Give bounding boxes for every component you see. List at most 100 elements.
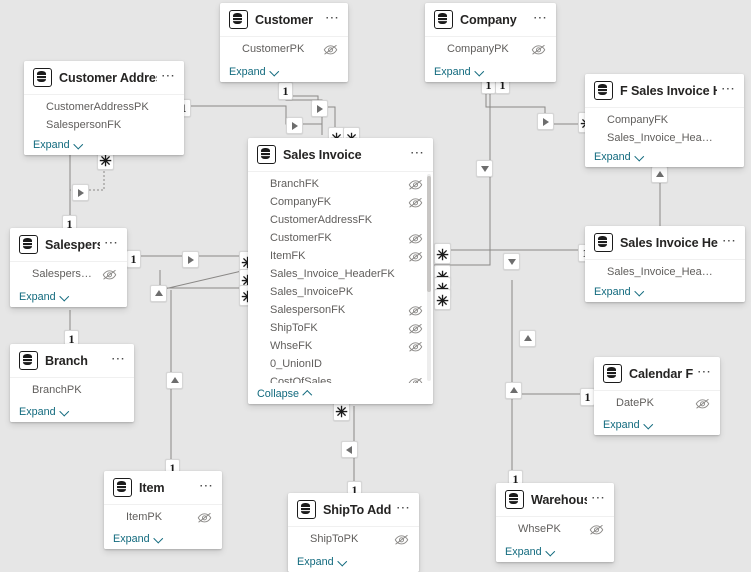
cross-filter-arrow-u-icon[interactable] [651, 166, 668, 183]
table-header-calendar-fiscal[interactable]: Calendar Fiscal⋯ [594, 357, 720, 391]
table-card-shipto-address[interactable]: ShipTo Address⋯ ShipToPK Expand [288, 493, 419, 572]
expand-button-salesperson[interactable]: Expand [10, 286, 127, 307]
expand-button-calendar-fiscal[interactable]: Expand [594, 414, 720, 435]
table-header-company[interactable]: Company⋯ [425, 3, 556, 37]
table-card-branch[interactable]: Branch⋯ BranchPK Expand [10, 344, 134, 422]
hidden-eye-icon[interactable] [408, 251, 423, 262]
field-row[interactable]: Sales_Invoice_HeaderPK [585, 263, 745, 281]
cross-filter-arrow-u-icon[interactable] [150, 285, 167, 302]
cross-filter-arrow-r-icon[interactable] [72, 184, 89, 201]
table-card-sales-invoice-header[interactable]: Sales Invoice Header⋯ Sales_Invoice_Heade… [585, 226, 745, 302]
expand-button-branch[interactable]: Expand [10, 401, 134, 422]
collapse-button-sales-invoice[interactable]: Collapse [248, 383, 433, 404]
table-header-shipto-address[interactable]: ShipTo Address⋯ [288, 493, 419, 527]
table-header-warehouse[interactable]: Warehouse⋯ [496, 483, 614, 517]
table-header-item[interactable]: Item⋯ [104, 471, 222, 505]
expand-button-sales-invoice-header[interactable]: Expand [585, 281, 745, 302]
more-options-icon[interactable]: ⋯ [110, 349, 126, 366]
hidden-eye-icon[interactable] [197, 512, 212, 523]
table-card-item[interactable]: Item⋯ ItemPK Expand [104, 471, 222, 549]
field-row[interactable]: Sales_Invoice_HeaderFK [248, 265, 433, 283]
cross-filter-arrow-r-icon[interactable] [286, 117, 303, 134]
field-row[interactable]: ShipToPK [288, 530, 419, 548]
table-card-calendar-fiscal[interactable]: Calendar Fiscal⋯ DatePK Expand [594, 357, 720, 435]
expand-button-shipto-address[interactable]: Expand [288, 551, 419, 572]
more-options-icon[interactable]: ⋯ [160, 66, 176, 83]
field-row[interactable]: Sales_InvoicePK [248, 283, 433, 301]
more-options-icon[interactable]: ⋯ [590, 488, 606, 505]
field-row[interactable]: Salesperson... [10, 265, 127, 283]
hidden-eye-icon[interactable] [408, 377, 423, 383]
cross-filter-arrow-u-icon[interactable] [166, 372, 183, 389]
field-row[interactable]: DatePK [594, 394, 720, 412]
cardinality-one-badge[interactable]: 1 [278, 82, 293, 100]
cross-filter-arrow-r-icon[interactable] [537, 113, 554, 130]
field-row[interactable]: WhsePK [496, 520, 614, 538]
field-list-scrollbar[interactable] [427, 176, 431, 292]
expand-button-item[interactable]: Expand [104, 528, 222, 549]
field-row[interactable]: BranchPK [10, 381, 134, 399]
table-card-salesperson[interactable]: Salesperson⋯ Salesperson... Expand [10, 228, 127, 307]
cross-filter-arrow-u-icon[interactable] [505, 382, 522, 399]
expand-button-customer[interactable]: Expand [220, 61, 348, 82]
hidden-eye-icon[interactable] [394, 534, 409, 545]
field-row[interactable]: ItemFK [248, 247, 433, 265]
cardinality-many-badge[interactable]: ✳ [434, 243, 451, 264]
cross-filter-arrow-r-icon[interactable] [182, 251, 199, 268]
cardinality-one-badge[interactable]: 1 [64, 330, 79, 348]
field-row[interactable]: CustomerAddressFK [248, 211, 433, 229]
hidden-eye-icon[interactable] [695, 398, 710, 409]
more-options-icon[interactable]: ⋯ [409, 143, 425, 160]
hidden-eye-icon[interactable] [408, 197, 423, 208]
more-options-icon[interactable]: ⋯ [721, 231, 737, 248]
hidden-eye-icon[interactable] [408, 341, 423, 352]
field-row[interactable]: SalespersonFK [24, 116, 184, 134]
field-row[interactable]: 0_UnionID [248, 355, 433, 373]
field-row[interactable]: CompanyFK [585, 111, 744, 129]
hidden-eye-icon[interactable] [408, 179, 423, 190]
cross-filter-arrow-u-icon[interactable] [519, 330, 536, 347]
table-card-customer-address[interactable]: Customer Address⋯CustomerAddressPKSalesp… [24, 61, 184, 155]
cardinality-one-badge[interactable]: 1 [580, 388, 595, 406]
field-row[interactable]: SalespersonFK [248, 301, 433, 319]
more-options-icon[interactable]: ⋯ [720, 79, 736, 96]
table-header-sales-invoice-header[interactable]: Sales Invoice Header⋯ [585, 226, 745, 260]
table-card-f-sales-invoice-header[interactable]: F Sales Invoice Header⋯ CompanyFKSales_In… [585, 74, 744, 167]
more-options-icon[interactable]: ⋯ [324, 8, 340, 25]
field-row[interactable]: CompanyPK [425, 40, 556, 58]
cross-filter-arrow-d-icon[interactable] [476, 160, 493, 177]
table-header-customer-address[interactable]: Customer Address⋯ [24, 61, 184, 95]
field-row[interactable]: CustomerFK [248, 229, 433, 247]
cross-filter-arrow-r-icon[interactable] [311, 100, 328, 117]
expand-button-f-sales-invoice-header[interactable]: Expand [585, 146, 744, 167]
field-row[interactable]: CostOfSales [248, 373, 433, 383]
cross-filter-arrow-l-icon[interactable] [341, 441, 358, 458]
field-row[interactable]: BranchFK [248, 175, 433, 193]
cardinality-many-badge[interactable]: ✳ [333, 400, 350, 421]
hidden-eye-icon[interactable] [531, 44, 546, 55]
field-row[interactable]: ShipToFK [248, 319, 433, 337]
table-header-salesperson[interactable]: Salesperson⋯ [10, 228, 127, 262]
field-row[interactable]: ItemPK [104, 508, 222, 526]
more-options-icon[interactable]: ⋯ [395, 498, 411, 515]
more-options-icon[interactable]: ⋯ [696, 362, 712, 379]
hidden-eye-icon[interactable] [408, 233, 423, 244]
table-header-f-sales-invoice-header[interactable]: F Sales Invoice Header⋯ [585, 74, 744, 108]
field-row[interactable]: CompanyFK [248, 193, 433, 211]
cross-filter-arrow-d-icon[interactable] [503, 253, 520, 270]
table-header-branch[interactable]: Branch⋯ [10, 344, 134, 378]
more-options-icon[interactable]: ⋯ [103, 233, 119, 250]
table-header-customer[interactable]: Customer⋯ [220, 3, 348, 37]
field-row[interactable]: WhseFK [248, 337, 433, 355]
hidden-eye-icon[interactable] [408, 305, 423, 316]
hidden-eye-icon[interactable] [589, 524, 604, 535]
table-header-sales-invoice[interactable]: Sales Invoice⋯ [248, 138, 433, 172]
expand-button-warehouse[interactable]: Expand [496, 541, 614, 562]
field-row[interactable]: Sales_Invoice_HeaderFK [585, 129, 744, 146]
hidden-eye-icon[interactable] [102, 269, 117, 280]
hidden-eye-icon[interactable] [323, 44, 338, 55]
more-options-icon[interactable]: ⋯ [532, 8, 548, 25]
